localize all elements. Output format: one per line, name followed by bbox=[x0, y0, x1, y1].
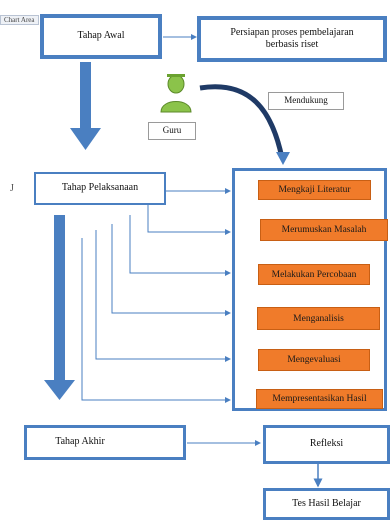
node-tahap-awal: Tahap Awal bbox=[40, 14, 162, 59]
node-mendukung: Mendukung bbox=[268, 92, 344, 110]
step-1: Mengkaji Literatur bbox=[258, 180, 371, 200]
node-guru: Guru bbox=[148, 122, 196, 140]
node-tahap-awal-label: Tahap Awal bbox=[77, 30, 125, 42]
node-refleksi-label: Refleksi bbox=[309, 438, 344, 450]
node-persiapan-label: Persiapan proses pembelajaran berbasis r… bbox=[230, 26, 354, 51]
node-tes-hasil-belajar: Tes Hasil Belajar bbox=[263, 488, 390, 520]
node-persiapan: Persiapan proses pembelajaran berbasis r… bbox=[197, 16, 387, 62]
steps-panel bbox=[232, 168, 387, 411]
step-6: Mempresentasikan Hasil bbox=[256, 389, 383, 409]
teacher-figure-icon bbox=[153, 70, 199, 116]
big-down-arrow-1 bbox=[70, 62, 101, 150]
node-guru-label: Guru bbox=[162, 125, 182, 136]
step-2: Merumuskan Masalah bbox=[260, 219, 388, 241]
node-tahap-akhir: Tahap Akhir bbox=[24, 425, 186, 460]
curved-support-arrow bbox=[199, 84, 285, 159]
node-refleksi: Refleksi bbox=[263, 425, 390, 464]
big-down-arrow-2 bbox=[44, 215, 75, 400]
node-tahap-pelaksanaan: Tahap Pelaksanaan bbox=[34, 172, 166, 205]
stray-glyph: J bbox=[10, 183, 14, 194]
step-5: Mengevaluasi bbox=[258, 349, 370, 371]
step-3: Melakukan Percobaan bbox=[258, 264, 370, 285]
node-tes-hasil-label: Tes Hasil Belajar bbox=[292, 497, 361, 509]
node-tahap-akhir-label: Tahap Akhir bbox=[55, 436, 105, 448]
chart-area-tag: Chart Area bbox=[0, 15, 39, 25]
node-tahap-pelaksanaan-label: Tahap Pelaksanaan bbox=[61, 182, 139, 194]
step-4: Menganalisis bbox=[257, 307, 380, 330]
node-mendukung-label: Mendukung bbox=[284, 95, 328, 106]
